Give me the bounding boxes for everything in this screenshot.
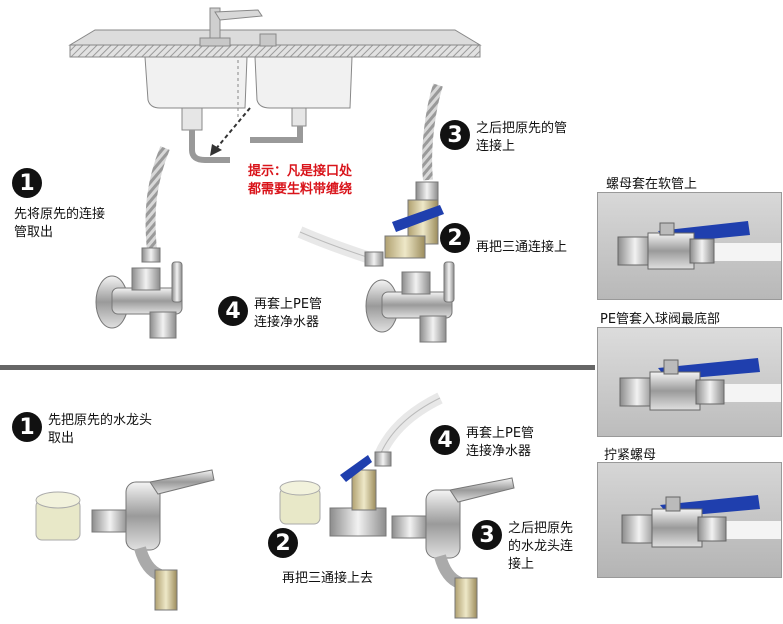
faucet-left [35, 469, 215, 611]
bottom-step-2-text: 再把三通接上去 [282, 571, 374, 586]
top-step-1: 1 [12, 168, 42, 198]
faucet-right [279, 392, 515, 619]
photo-label-3: 拧紧螺母 [604, 448, 657, 463]
angle-valve-left [95, 146, 183, 339]
ball-valve-photo-1 [617, 221, 781, 270]
step-number-badge: 4 [218, 296, 248, 326]
tip-text: 提示：凡是接口处 都需要生料带缠绕 [248, 164, 353, 197]
angle-valve-right [297, 83, 455, 343]
top-step-2-text: 再把三通连接上 [476, 240, 568, 255]
bottom-step-3: 3 之后把原先 的水龙头连 接上 [472, 520, 573, 574]
photo-2 [597, 327, 782, 437]
step-number-badge: 1 [12, 412, 42, 442]
step-number-badge: 4 [430, 425, 460, 455]
photo-label-1: 螺母套在软管上 [606, 177, 698, 192]
section-divider [0, 365, 595, 370]
ball-valve-photo-3 [621, 495, 781, 548]
photo-3 [597, 462, 782, 578]
bottom-step-1-text: 先把原先的水龙头 取出 [48, 413, 153, 446]
top-step-3: 3 之后把原先的管 连接上 [440, 120, 567, 156]
step-number-badge: 3 [472, 520, 502, 550]
photo-label-2: PE管套入球阀最底部 [600, 312, 721, 327]
step-number-badge: 2 [268, 528, 298, 558]
step-number-badge: 1 [12, 168, 42, 198]
bottom-step-2: 2 [268, 528, 298, 558]
photo-1 [597, 192, 782, 300]
step-number-badge: 3 [440, 120, 470, 150]
bottom-step-3-text: 之后把原先 的水龙头连 接上 [508, 521, 574, 572]
bottom-step-4: 4 再套上PE管 连接净水器 [430, 425, 534, 461]
bottom-step-4-text: 再套上PE管 连接净水器 [466, 426, 535, 459]
top-step-4: 4 再套上PE管 连接净水器 [218, 296, 322, 332]
top-step-2: 2 再把三通连接上 [440, 223, 567, 257]
top-step-1-text: 先将原先的连接 管取出 [14, 207, 106, 240]
top-step-4-text: 再套上PE管 连接净水器 [254, 297, 323, 330]
step-number-badge: 2 [440, 223, 470, 253]
bottom-step-1: 1 先把原先的水龙头 取出 [12, 412, 152, 448]
top-step-3-text: 之后把原先的管 连接上 [476, 121, 568, 154]
sink-drawing [68, 7, 482, 163]
ball-valve-photo-2 [619, 358, 781, 411]
